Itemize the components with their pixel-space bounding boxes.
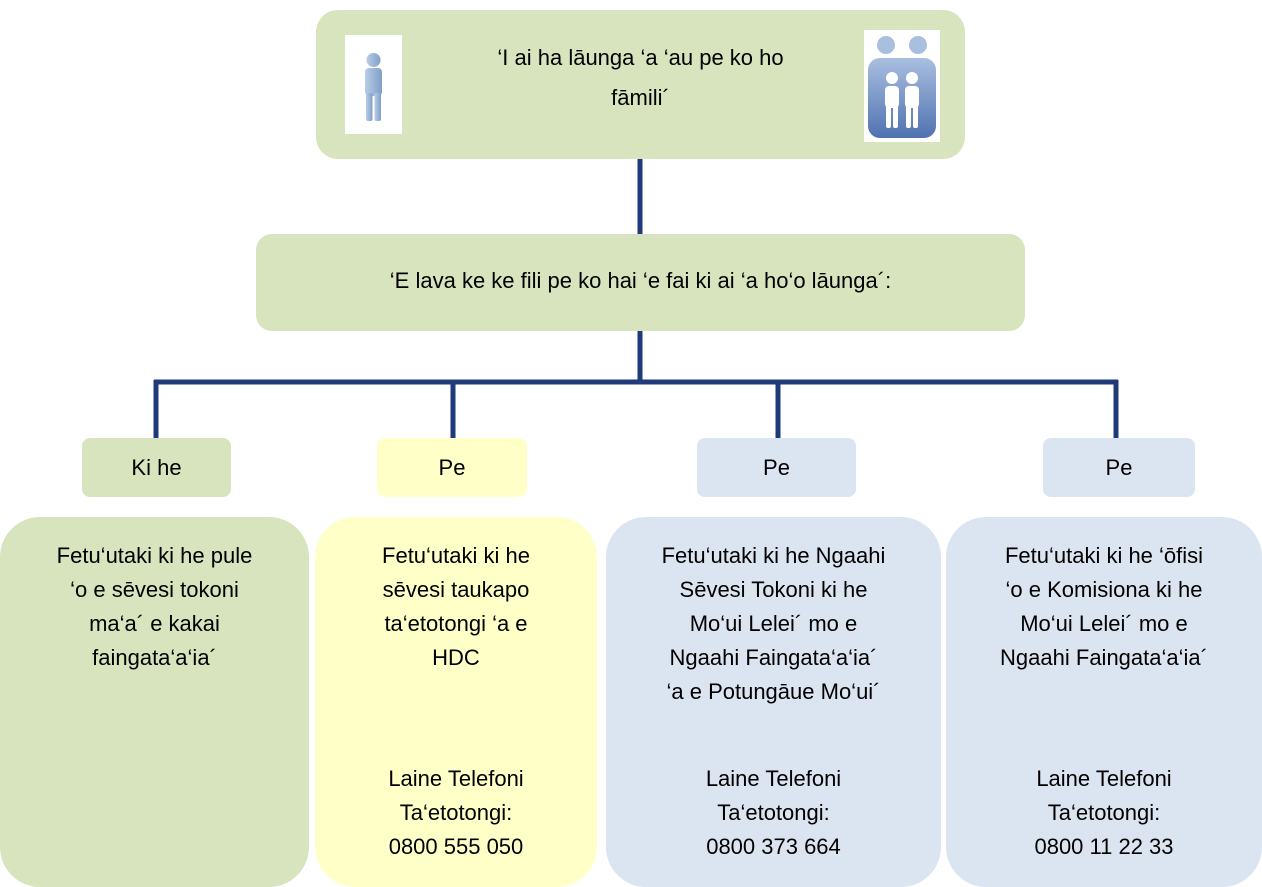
top-text-line2: fāmili´ <box>611 85 670 110</box>
option-card-hdc-advocacy: Fetu‘utaki ki he sēvesi taukapo ta‘etoto… <box>315 517 597 887</box>
complaint-origin-box: ‘I ai ha lāunga ‘a ‘au pe ko ho fāmili´ <box>316 10 965 159</box>
option-card-description: Fetu‘utaki ki he sēvesi taukapo ta‘etoto… <box>382 543 530 670</box>
choose-recipient-text: ‘E lava ke ke fili pe ko hai ‘e fai ki a… <box>389 268 892 293</box>
top-text-line1: ‘I ai ha lāunga ‘a ‘au pe ko ho <box>497 45 784 70</box>
option-card-description: Fetu‘utaki ki he pule ‘o e sēvesi tokoni… <box>56 543 253 670</box>
family-icon <box>864 30 940 142</box>
option-card-phone: Laine Telefoni Ta‘etotongi: 0800 373 664 <box>705 766 842 859</box>
option-card-ministry-of-health: Fetu‘utaki ki he Ngaahi Sēvesi Tokoni ki… <box>606 517 941 887</box>
person-icon <box>345 35 402 134</box>
option-label-3: Pe <box>697 438 856 497</box>
option-card-provider: Fetu‘utaki ki he pule ‘o e sēvesi tokoni… <box>0 517 309 887</box>
option-card-hdc-commissioner: Fetu‘utaki ki he ‘ōfisi ‘o e Komisiona k… <box>946 517 1262 887</box>
option-card-description: Fetu‘utaki ki he Ngaahi Sēvesi Tokoni ki… <box>661 543 886 704</box>
option-label-4: Pe <box>1043 438 1195 497</box>
option-label-1: Ki he <box>82 438 231 497</box>
option-card-phone: Laine Telefoni Ta‘etotongi: 0800 555 050 <box>388 766 524 859</box>
option-card-description: Fetu‘utaki ki he ‘ōfisi ‘o e Komisiona k… <box>1000 543 1208 670</box>
choose-recipient-box: ‘E lava ke ke fili pe ko hai ‘e fai ki a… <box>256 234 1025 331</box>
option-card-phone: Laine Telefoni Ta‘etotongi: 0800 11 22 3… <box>1034 766 1174 859</box>
option-label-2: Pe <box>377 438 527 497</box>
